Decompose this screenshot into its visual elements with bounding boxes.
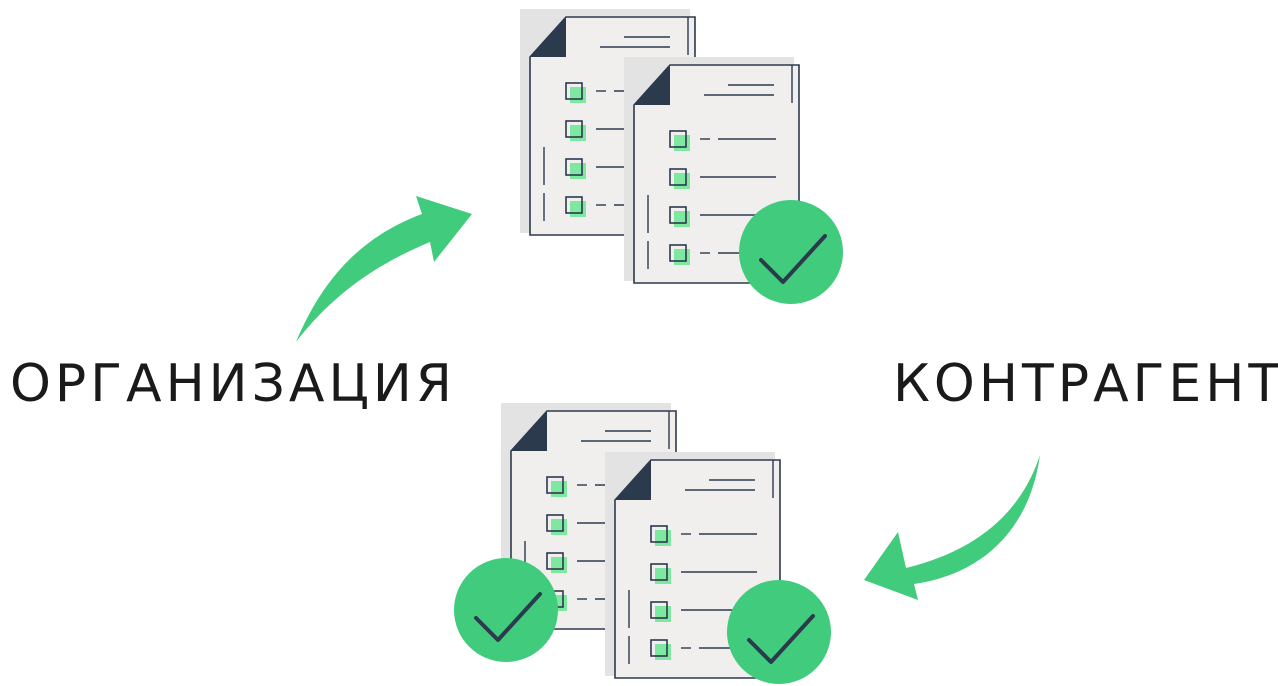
curved-arrow-up-icon (296, 196, 472, 342)
counterparty-label: КОНТРАГЕНТ (893, 354, 1278, 414)
top-check-circle-icon (737, 198, 845, 306)
bottom-right-check-circle-icon (725, 578, 833, 686)
bottom-documents-group (452, 402, 833, 686)
organization-label: ОРГАНИЗАЦИЯ (10, 354, 456, 414)
top-documents-group (519, 8, 845, 306)
bottom-left-check-circle-icon (452, 556, 560, 664)
curved-arrow-down-icon (864, 455, 1040, 600)
